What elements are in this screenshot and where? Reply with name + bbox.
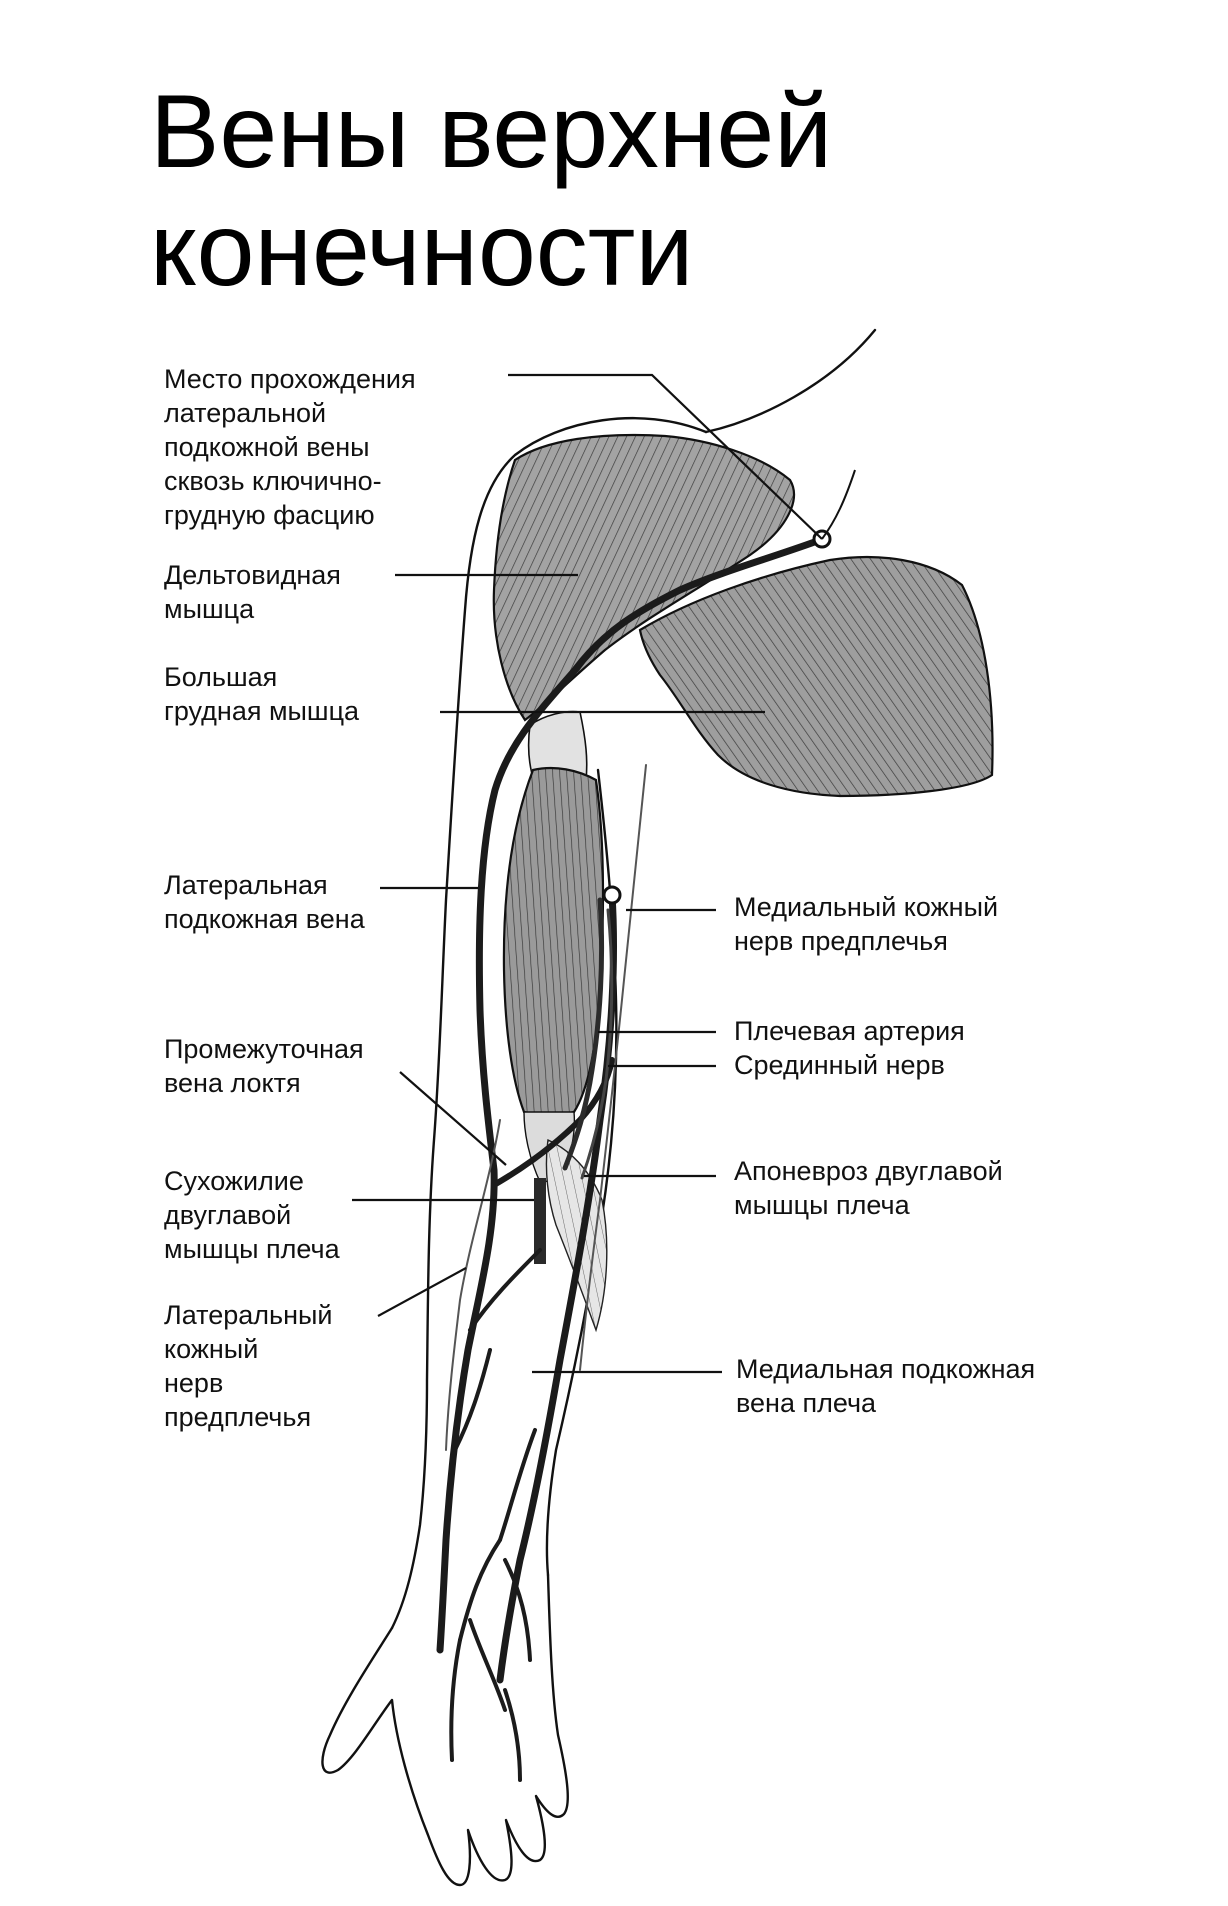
forearm-vein-branches [449,1248,542,1782]
median-nerve [580,908,614,1180]
label-biceps-tendon: Сухожилие двуглавой мышцы плеча [164,1166,340,1264]
basilic-vein-entry [602,885,622,905]
label-pectoralis-major: Большая грудная мышца [164,662,360,726]
arm-outline-shoulder-top [704,328,877,434]
label-deltoid: Дельтовидная мышца [164,560,341,624]
arm-outline-lateral [390,416,708,1630]
leader-median-cubital [399,1071,507,1166]
hand-outline [321,1573,569,1887]
leader-clavipectoral [508,373,823,540]
deltoid-muscle [492,433,795,722]
page-title-line-1: Вены верхней [150,74,833,190]
label-clavipectoral-passage: Место прохождения латеральной подкожной … [164,364,416,530]
brachial-artery [562,897,605,1171]
medial-cutaneous-nerve [579,764,647,1371]
bicipital-aponeurosis [545,1138,608,1333]
leader-lateral-cutaneous [377,1267,467,1317]
page-title-line-2: конечности [150,192,694,308]
label-median-nerve: Срединный нерв [734,1050,945,1080]
label-basilic-vein: Медиальная подкожная вена плеча [736,1354,1036,1418]
label-cephalic-vein: Латеральная подкожная вена [164,870,365,934]
pectoralis-major-muscle [638,555,994,798]
label-median-cubital-vein: Промежуточная вена локтя [164,1034,364,1098]
clavipectoral-nerve-line [821,469,856,540]
lateral-cutaneous-nerve [445,1119,501,1451]
label-bicipital-aponeurosis: Апоневроз двуглавой мышцы плеча [734,1156,1003,1220]
biceps-tendon-stub [534,1178,546,1264]
label-lateral-cutaneous-nerve: Латеральный кожный нерв предплечья [164,1300,333,1432]
label-brachial-artery: Плечевая артерия [734,1016,965,1046]
label-medial-cutaneous-nerve: Медиальный кожный нерв предплечья [734,892,999,956]
cephalic-vein [436,536,824,1654]
biceps-muscle [502,766,605,1117]
leader-lines [352,373,823,1374]
